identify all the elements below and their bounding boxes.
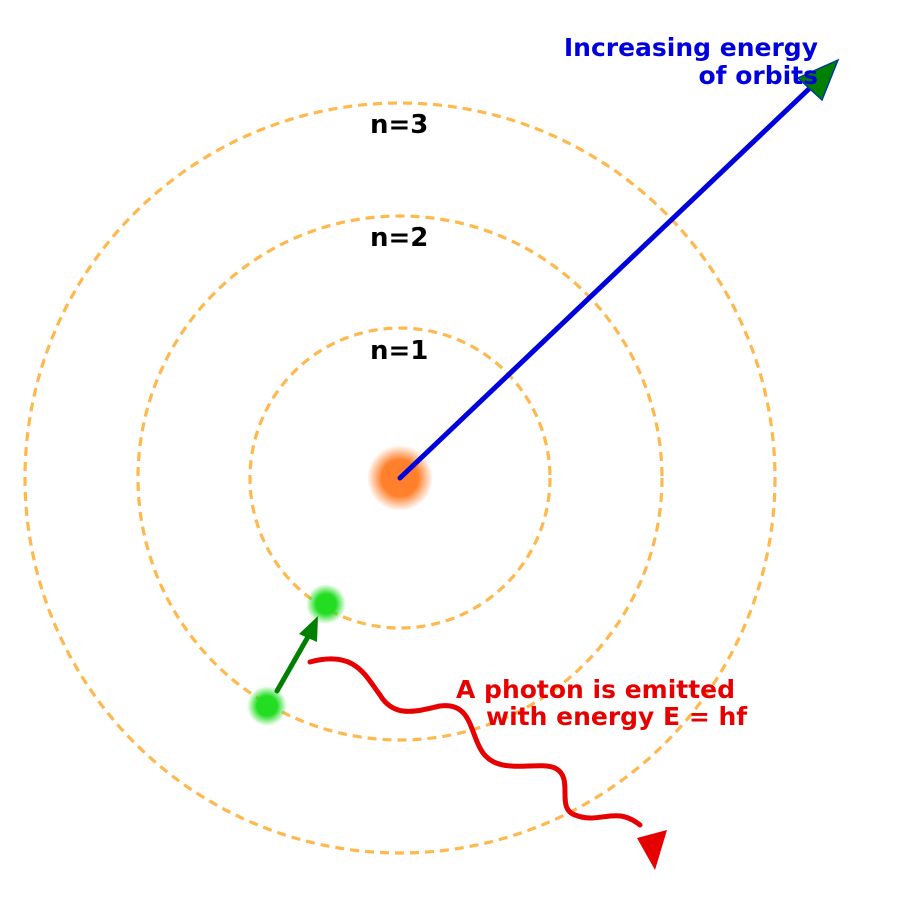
orbit-label-n2: n=2 [370,223,429,253]
transition-arrow-line [274,632,312,694]
transition-arrowhead [299,616,318,642]
orbit-n3 [23,101,777,855]
electron-final [306,584,346,624]
orbit-n1 [248,326,552,630]
electron-initial [247,686,287,726]
energy-arrowhead [796,58,840,102]
photon-label: A photon is emitted with energy E = hf [456,676,747,730]
photon-wave [307,656,643,828]
photon-label-line1: A photon is emitted [456,675,736,704]
orbit-label-n1: n=1 [370,336,429,366]
energy-label-line1: Increasing energy [563,33,818,62]
energy-arrow-line [397,83,815,481]
orbit-n2 [136,214,664,742]
energy-label-line2: of orbits [698,61,818,90]
photon-arrowhead [637,830,667,870]
energy-label: Increasing energy of orbits [564,34,818,90]
photon-label-line2: with energy E = hf [486,702,748,731]
orbit-label-n3: n=3 [370,110,429,140]
